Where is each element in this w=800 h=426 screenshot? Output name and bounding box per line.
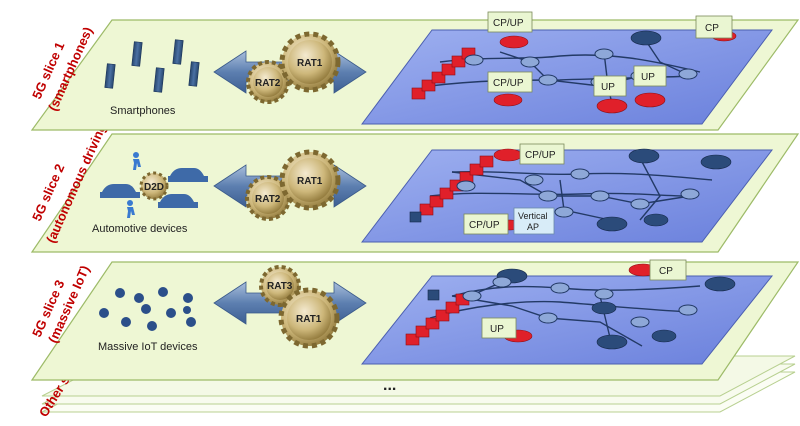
iot-devices-icon [99,287,196,331]
slice-1-device-label: Smartphones [110,105,176,117]
slice-1-box-up-b [633,65,667,87]
d2d-gear-icon [139,171,169,201]
slice-3-box-up-label: UP [490,324,504,335]
car-icon [100,168,208,208]
slice-2-box-cpup-top [519,143,565,165]
slice-3-box-cp [649,259,687,281]
slice-3-rat-a: RAT3 [267,281,293,292]
smartphone-icon [104,39,200,93]
slice-1-box-cp [695,15,733,39]
gear-icon [245,175,291,221]
slice-2-box-vertical-ap-line2: AP [527,222,539,232]
slice-3-box-cp-label: CP [659,266,673,277]
slice-1-box-up-a [593,75,627,97]
slice-1-box-cp-label: CP [705,23,719,34]
gear-icon [278,287,340,349]
slice-1-box-cpup-top [487,11,533,33]
slice-1-box-up-a-label: UP [601,82,615,93]
d2d-label: D2D [144,182,164,193]
pedestrian-icon [127,152,141,218]
slice-1-box-up-b-label: UP [641,72,655,83]
slice-3-blue-nodes [427,268,736,350]
slice-2-box-cpup-bottom [463,213,509,235]
slice-2-box-cpup-bottom-label: CP/UP [469,220,500,231]
slice-2-box-cpup-top-label: CP/UP [525,150,556,161]
slice-2-blue-nodes [409,148,732,232]
slice-1-blue-nodes [630,30,662,46]
slice-2-device-label: Automotive devices [92,223,188,235]
slice-2-box-vertical-ap [513,207,555,235]
slice-2-routers [456,168,700,218]
slice-1-red-nodes [411,30,737,114]
slice-3-box-up [481,317,517,339]
slice-2-rat-a: RAT2 [255,194,281,205]
slice-3-routers [462,276,698,328]
slice-3-device-label: Massive IoT devices [98,341,198,353]
slice-1-box-cpup-top-label: CP/UP [493,18,524,29]
slice-2-box-vertical-ap-line1: Vertical [518,211,548,221]
slice-1-rat-b: RAT1 [297,58,323,69]
slice-1-box-cpup-left [487,71,533,93]
slice-3-rat-b: RAT1 [296,314,322,325]
slice-1-rat-a: RAT2 [255,78,281,89]
ellipsis-label: ... [383,377,396,394]
gear-icon [246,60,290,104]
gear-icon [279,149,341,211]
slice-1-box-cpup-left-label: CP/UP [493,78,524,89]
slice-2-rat-b: RAT1 [297,176,323,187]
gear-icon [279,31,341,93]
